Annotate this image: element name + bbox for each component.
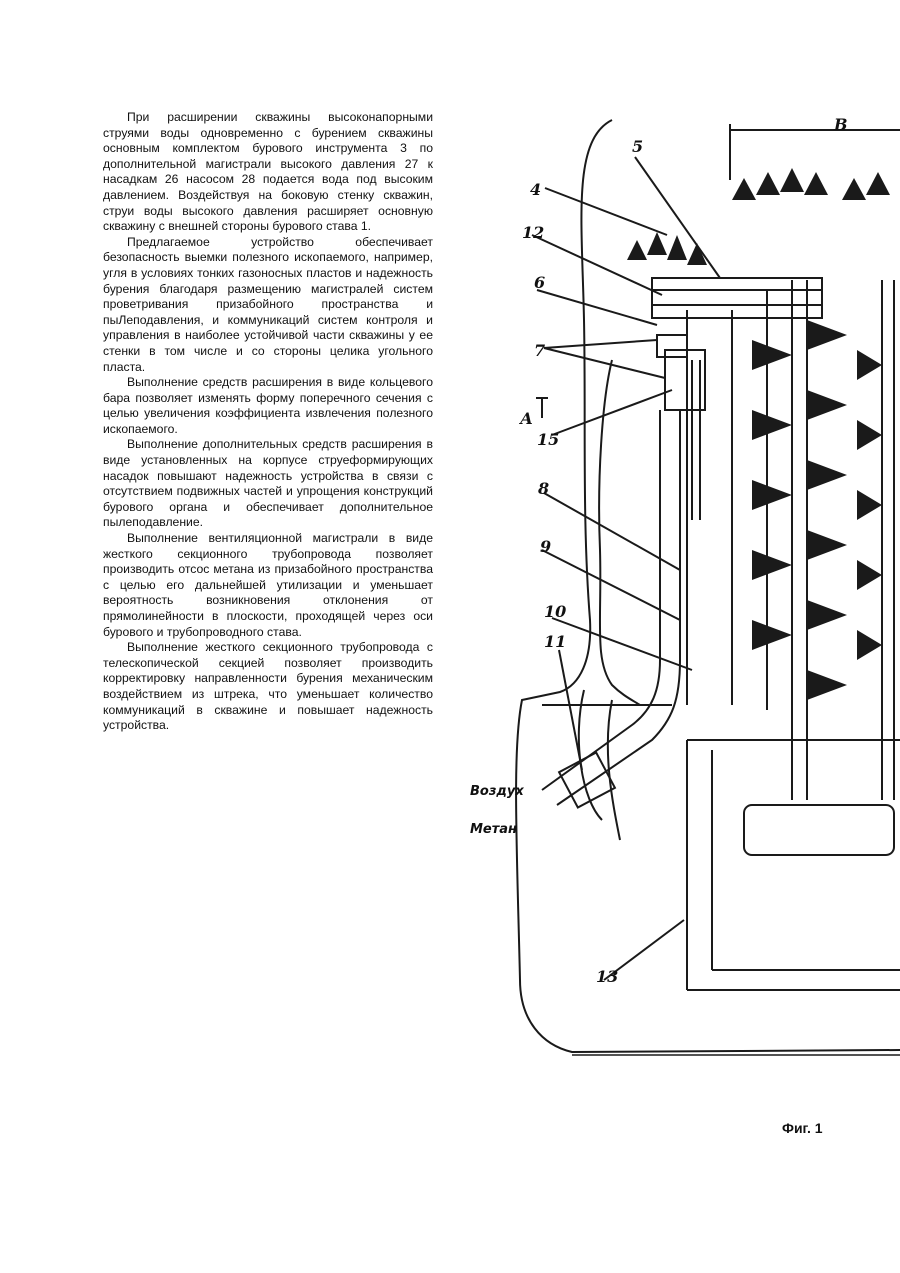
body-text: При расширении скважины высоконапорными … bbox=[103, 110, 433, 734]
paragraph: Выполнение жесткого секционного трубопро… bbox=[103, 640, 433, 734]
paragraph: Выполнение вентиляционной магистрали в в… bbox=[103, 531, 433, 640]
part-label-5: 5 bbox=[632, 137, 643, 156]
part-label-A: А bbox=[519, 409, 533, 428]
figure-caption: Фиг. 1 bbox=[782, 1120, 823, 1136]
part-label-8: 8 bbox=[537, 479, 549, 498]
technical-drawing: 5 4 12 6 7 А 15 8 9 10 11 13 В Воздух Ме… bbox=[462, 100, 900, 1150]
methane-label: Метан bbox=[470, 822, 517, 837]
paragraph: Выполнение средств расширения в виде кол… bbox=[103, 375, 433, 437]
paragraph: При расширении скважины высоконапорными … bbox=[103, 110, 433, 235]
part-label-15: 15 bbox=[537, 430, 559, 449]
part-label-10: 10 bbox=[544, 602, 566, 621]
paragraph: Выполнение дополнительных средств расшир… bbox=[103, 437, 433, 531]
part-label-11: 11 bbox=[544, 632, 566, 651]
drawing-svg: 5 4 12 6 7 А 15 8 9 10 11 13 В Воздух Ме… bbox=[462, 100, 900, 1150]
air-label: Воздух bbox=[470, 784, 524, 799]
dimension-label-B: В bbox=[833, 115, 848, 134]
part-label-13: 13 bbox=[596, 967, 618, 986]
part-label-7: 7 bbox=[534, 341, 545, 360]
part-label-9: 9 bbox=[540, 537, 551, 556]
paragraph: Предлагаемое устройство обеспечивает без… bbox=[103, 235, 433, 375]
part-label-4: 4 bbox=[530, 180, 541, 199]
part-label-6: 6 bbox=[534, 273, 545, 292]
part-label-12: 12 bbox=[522, 223, 544, 242]
